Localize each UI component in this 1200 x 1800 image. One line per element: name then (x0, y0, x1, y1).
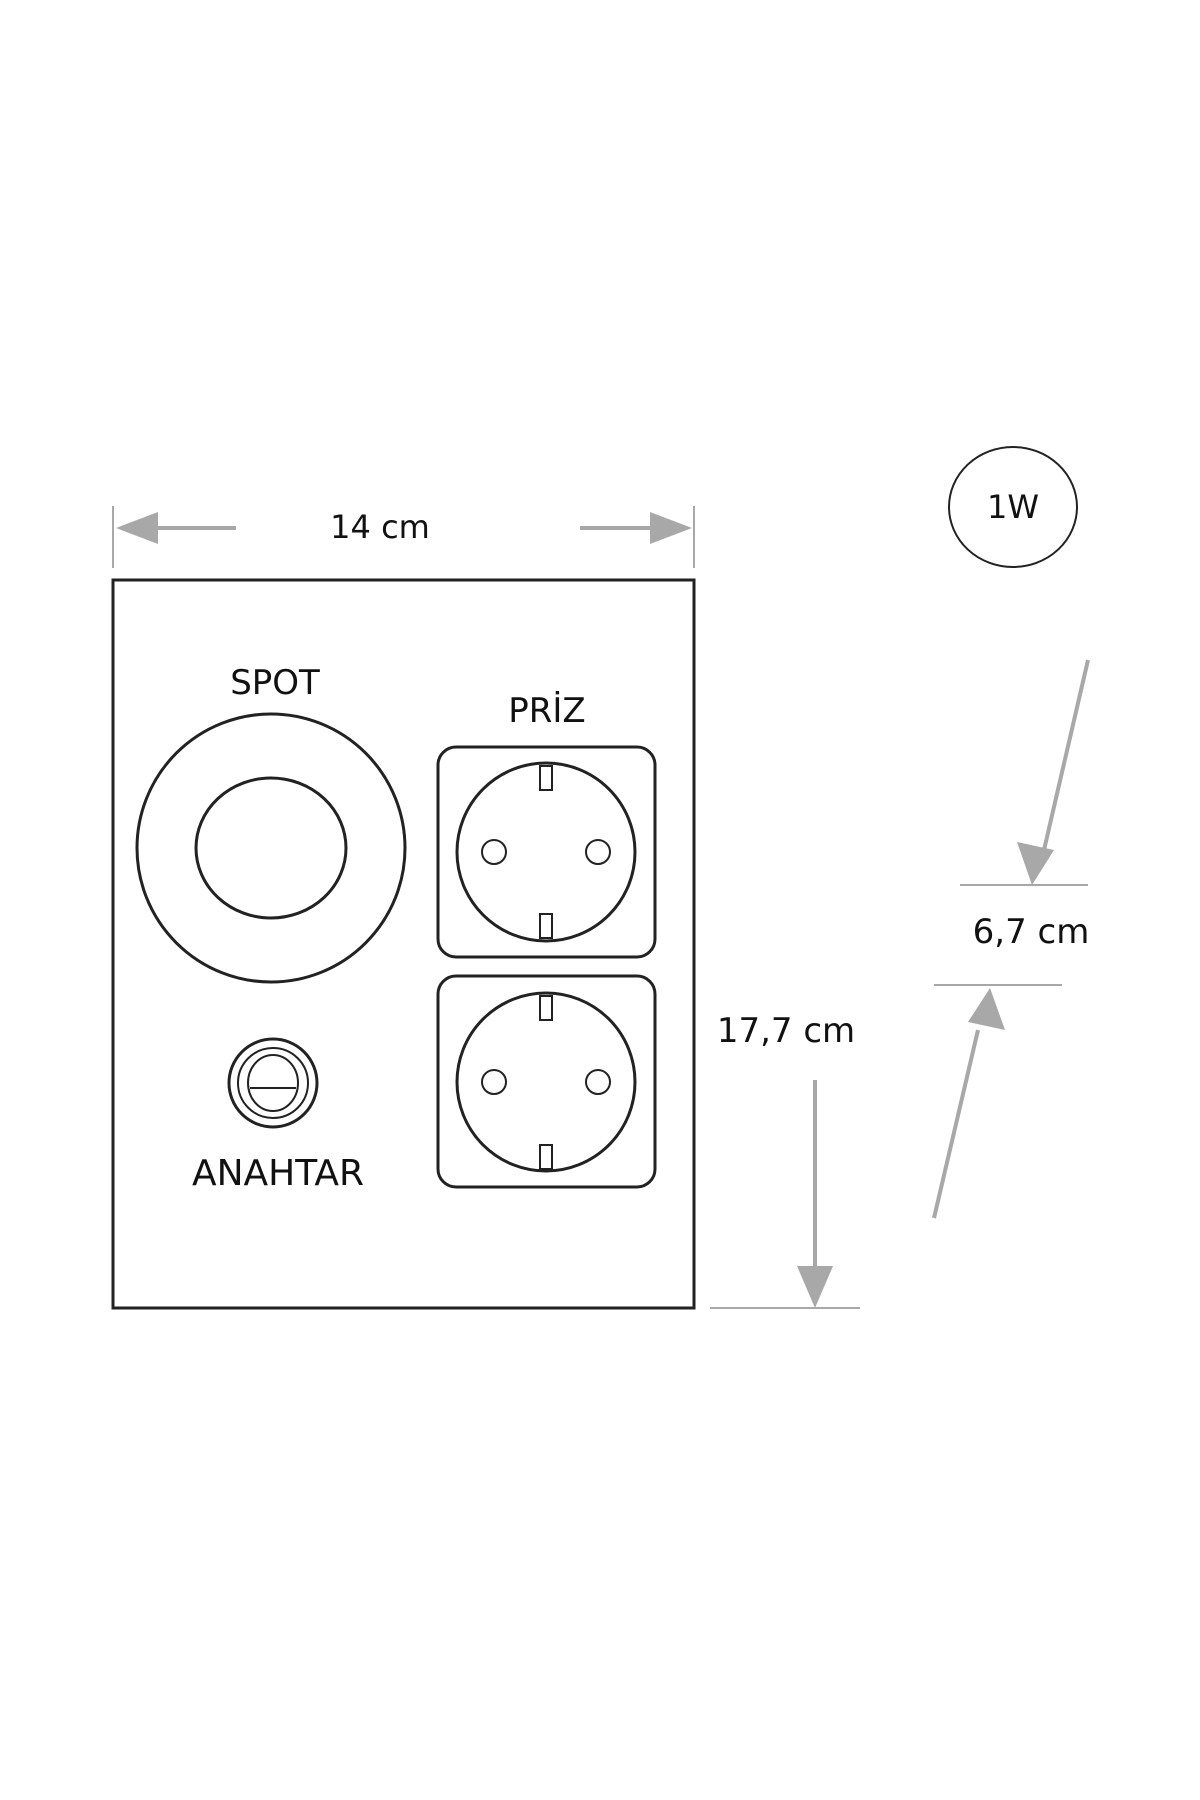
depth-dimension: 6,7 cm (932, 659, 1090, 1219)
height-dimension: 17,7 cm (710, 1011, 860, 1309)
socket-top-pin-hole-right (585, 839, 611, 865)
height-label: 17,7 cm (717, 1011, 855, 1051)
depth-arrow-bottom (932, 1029, 980, 1219)
spot-light: SPOT (135, 663, 407, 984)
socket-top (436, 745, 657, 959)
depth-arrow-top (1042, 659, 1090, 851)
switch-label: ANAHTAR (192, 1153, 364, 1194)
panel-outline (111, 578, 696, 1310)
width-label: 14 cm (330, 508, 430, 546)
depth-label: 6,7 cm (973, 912, 1090, 952)
power-badge-label: 1W (987, 488, 1039, 526)
spot-lens (194, 776, 348, 920)
toggle-icon (247, 1054, 299, 1112)
spot-label: SPOT (230, 663, 320, 703)
switch-anahtar: ANAHTAR (192, 1037, 364, 1194)
socket-top-pin-hole-left (481, 839, 507, 865)
socket-bottom (436, 974, 657, 1189)
power-badge: 1W (948, 446, 1078, 568)
priz-label: PRİZ (508, 691, 585, 731)
socket-bottom-pin-hole-right (585, 1069, 611, 1095)
socket-bottom-pin-hole-left (481, 1069, 507, 1095)
width-dimension: 14 cm (112, 506, 695, 568)
